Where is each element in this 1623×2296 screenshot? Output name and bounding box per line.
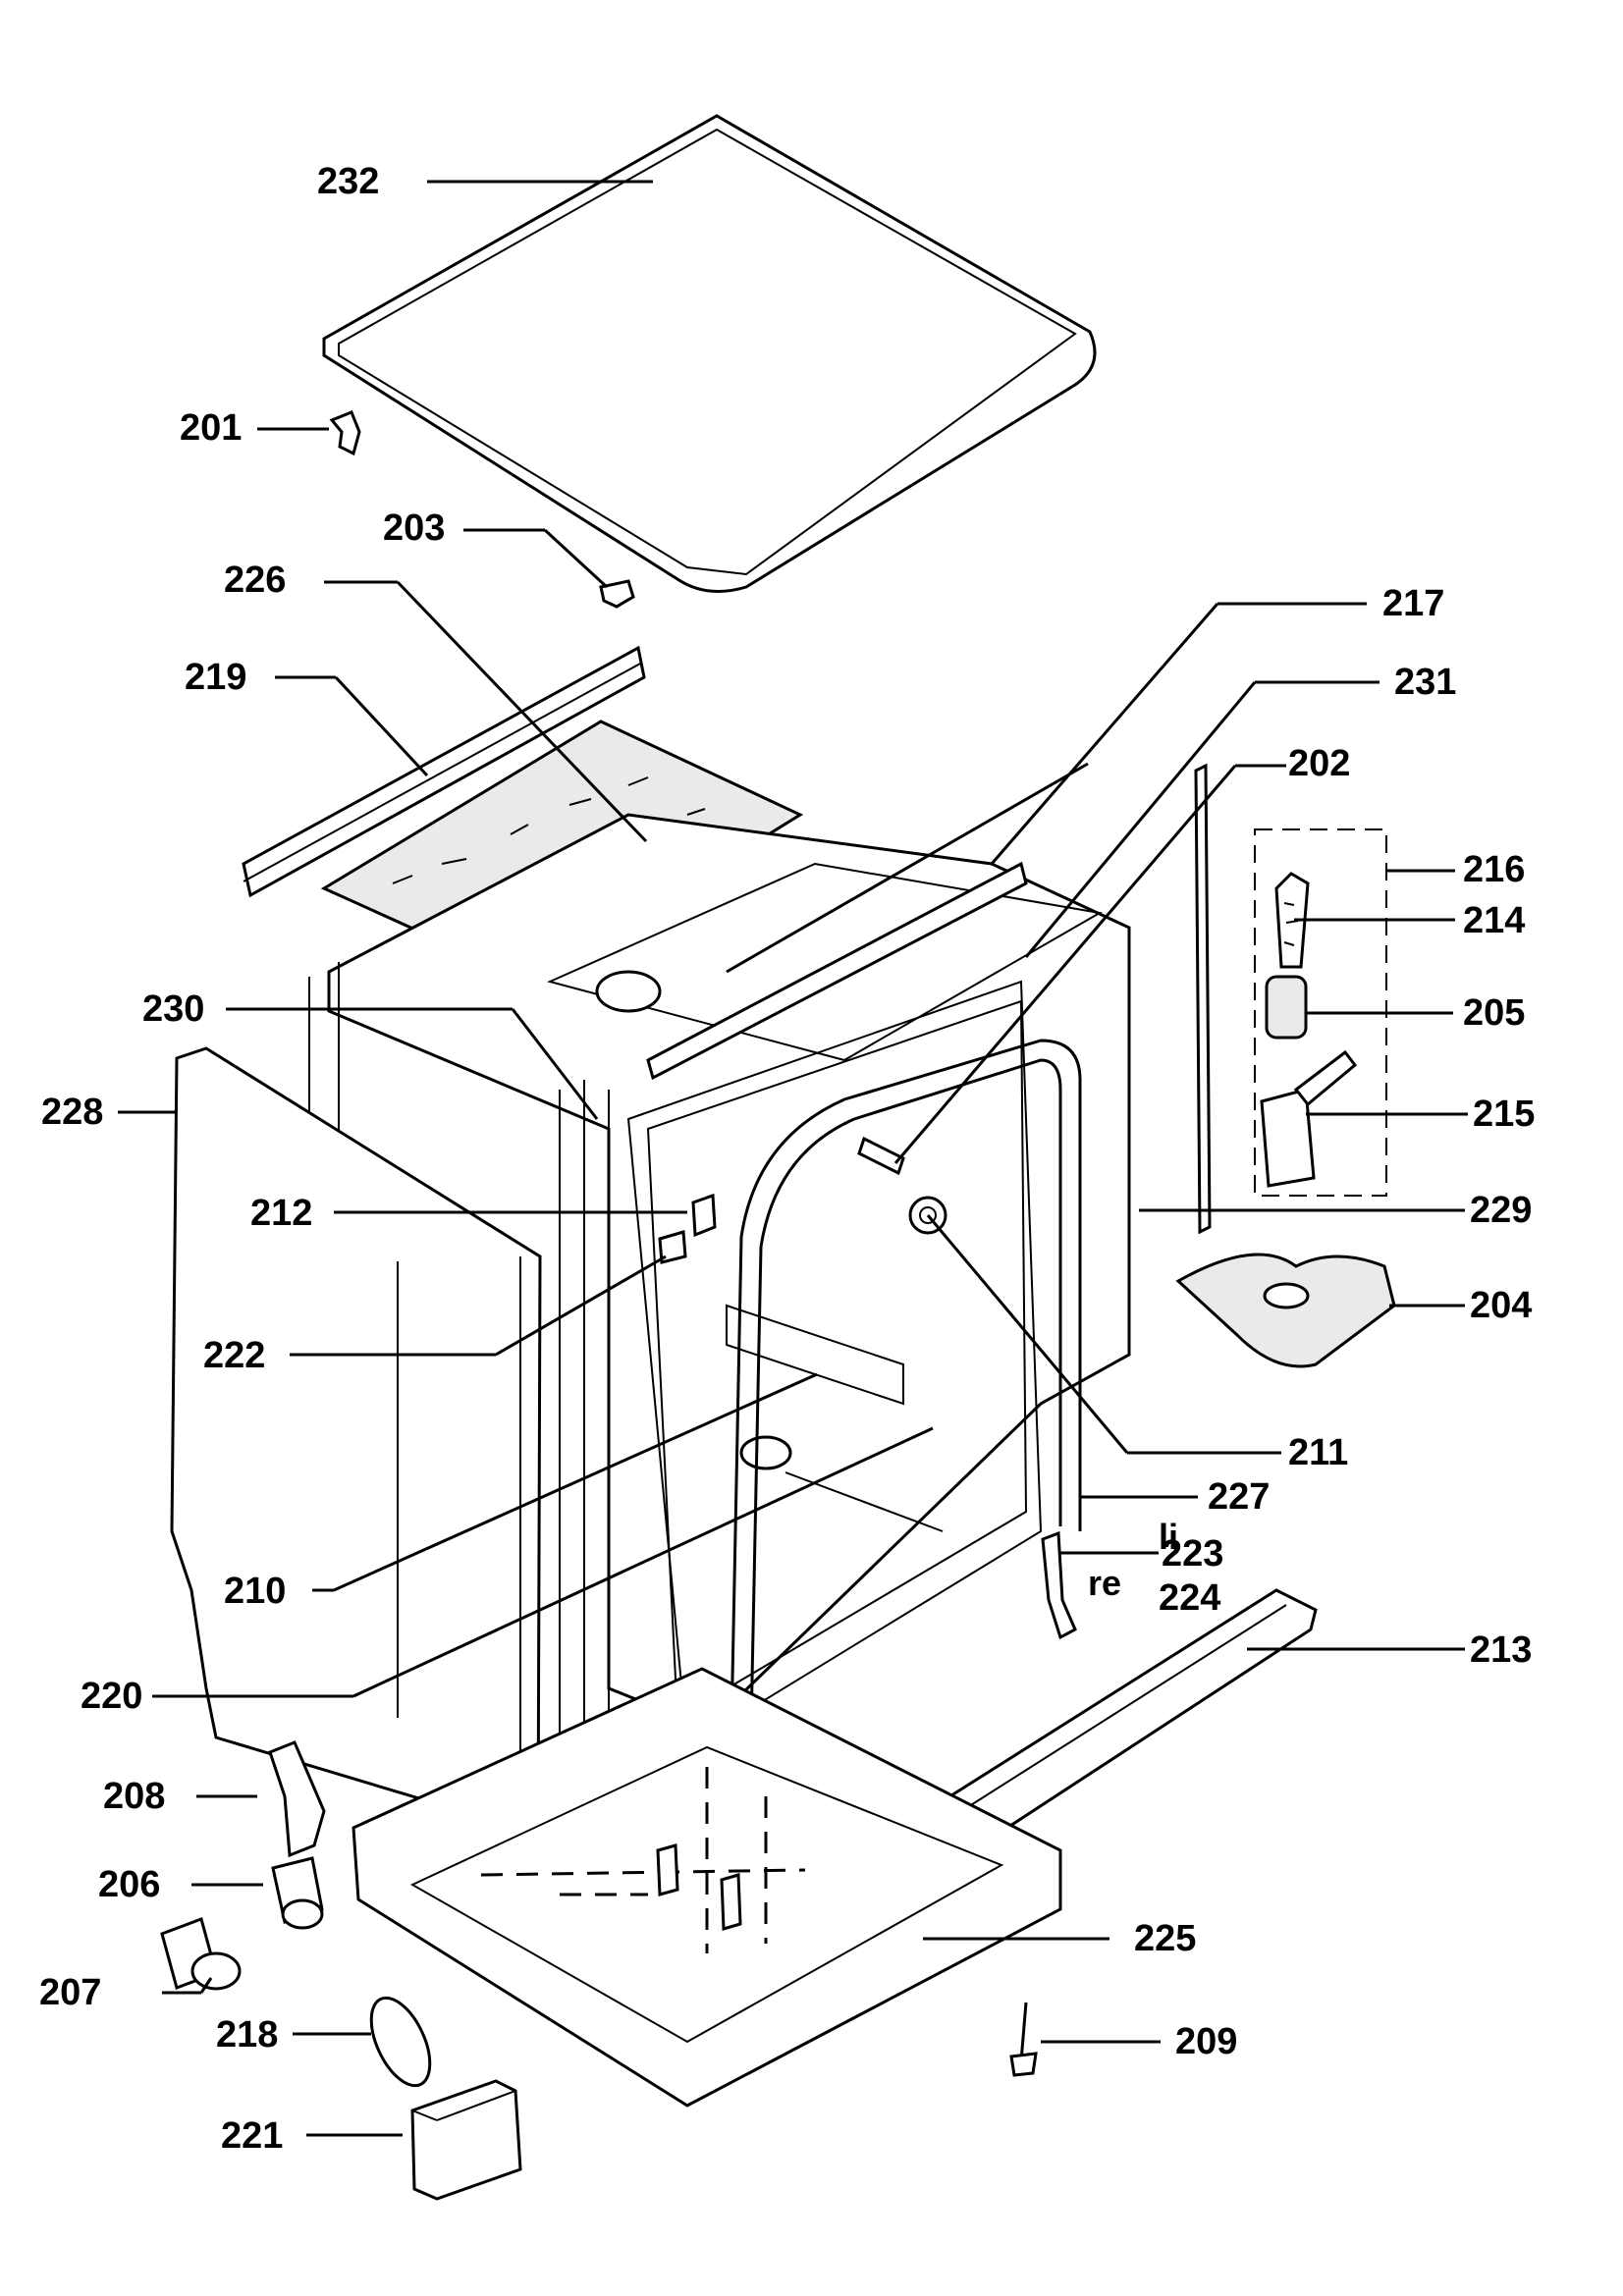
part-223-224-brackets <box>1041 1530 1077 1640</box>
part-219-rail <box>242 645 646 898</box>
label-218: 218 <box>216 2014 278 2056</box>
label-231: 231 <box>1394 662 1456 703</box>
label-227: 227 <box>1208 1476 1270 1518</box>
part-207-foot <box>160 1917 242 1991</box>
label-205: 205 <box>1463 992 1525 1034</box>
part-215-valve <box>1260 1049 1358 1188</box>
label-228: 228 <box>41 1092 103 1133</box>
label-225: 225 <box>1134 1918 1196 1959</box>
part-231-rail <box>646 861 1028 1081</box>
part-214-float <box>1274 872 1310 969</box>
part-labels: 232 201 203 226 219 217 231 202 216 214 … <box>39 161 1535 2157</box>
part-201-clip <box>329 410 361 456</box>
part-208-bracket <box>268 1740 326 1858</box>
label-223: 223 <box>1162 1533 1223 1575</box>
side-mark-re: re <box>1088 1563 1121 1603</box>
label-219: 219 <box>185 657 246 698</box>
label-202: 202 <box>1288 743 1350 784</box>
label-216: 216 <box>1463 849 1525 890</box>
label-211: 211 <box>1288 1432 1348 1473</box>
part-205-filter <box>1265 975 1308 1040</box>
label-204: 204 <box>1470 1285 1532 1326</box>
part-228-side-panel <box>170 1046 542 1848</box>
part-209-screw <box>1009 2002 1038 2077</box>
label-208: 208 <box>103 1776 165 1817</box>
part-204-screen <box>1175 1253 1396 1368</box>
label-224: 224 <box>1159 1577 1220 1619</box>
part-221-box <box>410 2079 522 2201</box>
label-217: 217 <box>1382 583 1444 624</box>
part-216-group <box>1254 828 1387 1197</box>
label-201: 201 <box>180 407 242 449</box>
part-202-clip <box>857 1136 905 1176</box>
label-226: 226 <box>224 560 286 601</box>
label-210: 210 <box>224 1571 286 1612</box>
side-mark-li: li <box>1159 1517 1178 1557</box>
part-212-bracket <box>691 1193 717 1238</box>
label-221: 221 <box>221 2115 283 2157</box>
label-229: 229 <box>1470 1190 1532 1231</box>
label-230: 230 <box>142 988 204 1030</box>
label-212: 212 <box>250 1193 312 1234</box>
part-232-worktop <box>322 114 1097 593</box>
part-225-base <box>352 1667 1062 2108</box>
part-206-foot <box>271 1856 324 1930</box>
label-213: 213 <box>1470 1629 1532 1671</box>
label-203: 203 <box>383 507 445 549</box>
part-222-bracket <box>658 1230 687 1264</box>
label-206: 206 <box>98 1864 160 1905</box>
label-232: 232 <box>317 161 379 202</box>
label-214: 214 <box>1463 900 1525 941</box>
label-209: 209 <box>1175 2021 1237 2062</box>
leader-lines <box>118 180 1468 2137</box>
part-tub-body <box>308 813 1131 1787</box>
label-220: 220 <box>81 1676 142 1717</box>
part-217-rail <box>726 762 1089 974</box>
part-227-seal <box>730 1039 1082 1729</box>
part-229-strip <box>1194 763 1212 1235</box>
label-222: 222 <box>203 1335 265 1376</box>
label-215: 215 <box>1473 1094 1535 1135</box>
label-207: 207 <box>39 1972 101 2013</box>
part-218-ring <box>369 1996 432 2088</box>
part-203-clip <box>599 579 635 609</box>
